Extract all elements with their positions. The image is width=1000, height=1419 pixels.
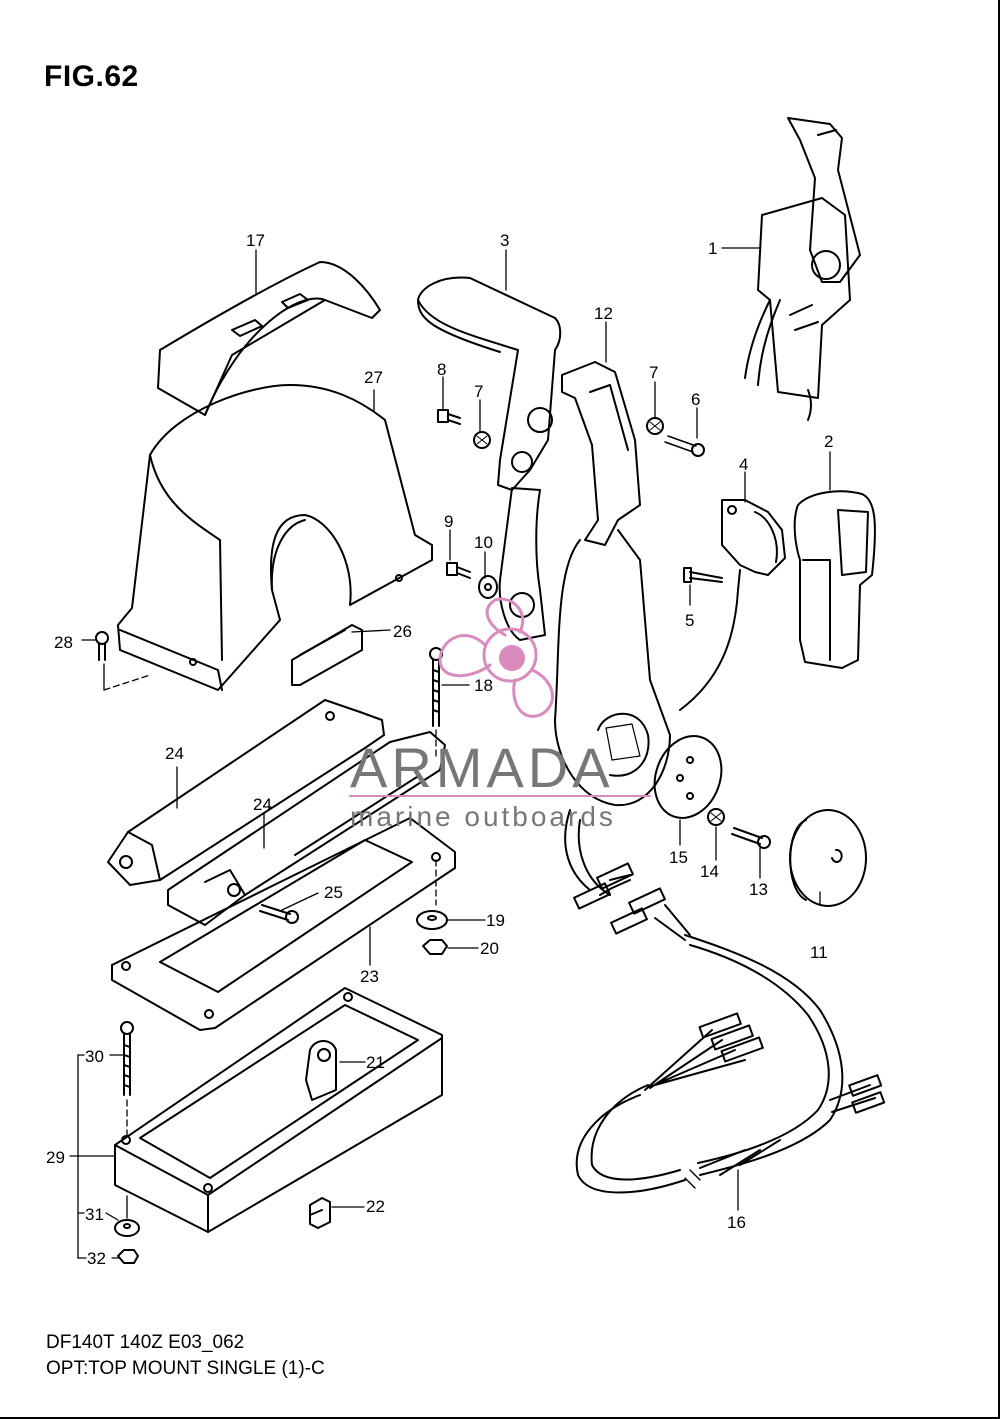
callout-13: 13 <box>749 880 768 899</box>
callout-6: 6 <box>691 390 700 409</box>
callout-23: 23 <box>360 967 379 986</box>
switch-wire <box>679 589 739 711</box>
callout-10: 10 <box>474 533 493 552</box>
callout-29: 29 <box>46 1148 65 1167</box>
part-small-clip <box>309 1197 331 1229</box>
watermark-brand: ARMADA <box>350 736 614 799</box>
part-base-frame <box>114 987 443 1233</box>
callout-5: 5 <box>685 611 694 630</box>
callout-3: 3 <box>500 231 509 250</box>
part-washer-14 <box>707 808 725 826</box>
part-washer-10 <box>478 575 498 599</box>
part-remote-control-assembly <box>744 117 861 421</box>
part-washer-19 <box>416 910 448 930</box>
callout-31: 31 <box>85 1205 104 1224</box>
part-cap <box>789 809 867 907</box>
footer-model-code: DF140T 140Z E03_062 <box>46 1332 245 1353</box>
callout-22: 22 <box>366 1197 385 1216</box>
callout-32: 32 <box>87 1249 106 1268</box>
callout-8: 8 <box>437 360 446 379</box>
part-switch <box>721 499 786 591</box>
leader-lines <box>69 247 831 1259</box>
watermark-tagline: marine outboards <box>350 801 616 832</box>
callout-20: 20 <box>480 939 499 958</box>
figure-title: FIG.62 <box>44 60 139 93</box>
part-bolt-9 <box>446 562 471 579</box>
part-bolt-8 <box>437 409 461 425</box>
part-top-cover <box>157 261 381 416</box>
callout-30: 30 <box>85 1047 104 1066</box>
part-clip <box>305 1040 337 1101</box>
part-nut-20 <box>422 939 448 955</box>
part-washer-7b <box>646 417 664 435</box>
callout-2: 2 <box>824 432 833 451</box>
part-washer-7a <box>473 431 491 449</box>
part-nut-32 <box>117 1249 139 1264</box>
part-screw-18 <box>429 647 443 727</box>
part-bolt-6 <box>664 435 705 457</box>
part-insert-plate <box>291 624 363 686</box>
part-lever-bracket <box>554 361 671 807</box>
callout-25: 25 <box>324 883 343 902</box>
part-gasket-plate <box>111 817 456 1031</box>
watermark-logo <box>438 597 554 718</box>
footer-description: OPT:TOP MOUNT SINGLE (1)-C <box>46 1358 325 1379</box>
callout-16: 16 <box>727 1213 746 1232</box>
part-bracket-lower <box>167 731 446 926</box>
callout-24a: 24 <box>165 744 184 763</box>
callout-1: 1 <box>708 239 717 258</box>
part-washer-31 <box>114 1219 140 1237</box>
part-screw-5 <box>683 567 723 583</box>
part-bracket-upper <box>107 699 385 886</box>
callout-4: 4 <box>739 455 748 474</box>
callout-15: 15 <box>669 848 688 867</box>
callout-28: 28 <box>54 633 73 652</box>
callout-9: 9 <box>444 512 453 531</box>
callout-17: 17 <box>246 231 265 250</box>
callout-27: 27 <box>364 368 383 387</box>
part-housing-cover <box>117 384 433 691</box>
callout-7b: 7 <box>649 363 658 382</box>
callout-11: 11 <box>810 943 828 962</box>
callout-7a: 7 <box>474 382 483 401</box>
part-control-handle <box>417 276 562 641</box>
part-screw-28 <box>95 631 109 661</box>
part-screw-13 <box>731 827 771 849</box>
callout-labels: 1 2 3 4 5 6 7 7 8 9 10 11 12 13 14 15 16… <box>46 231 833 1268</box>
callout-24b: 24 <box>253 795 272 814</box>
part-grip-cover <box>793 490 876 669</box>
callout-14: 14 <box>700 862 719 881</box>
callout-21: 21 <box>366 1053 385 1072</box>
callout-26: 26 <box>393 622 412 641</box>
part-wire-harness <box>564 809 886 1194</box>
part-plate <box>653 735 723 819</box>
part-screw-30 <box>120 1021 134 1096</box>
callout-19: 19 <box>486 911 505 930</box>
part-screw-25 <box>259 904 299 924</box>
callout-18: 18 <box>474 676 493 695</box>
callout-12: 12 <box>594 304 613 323</box>
